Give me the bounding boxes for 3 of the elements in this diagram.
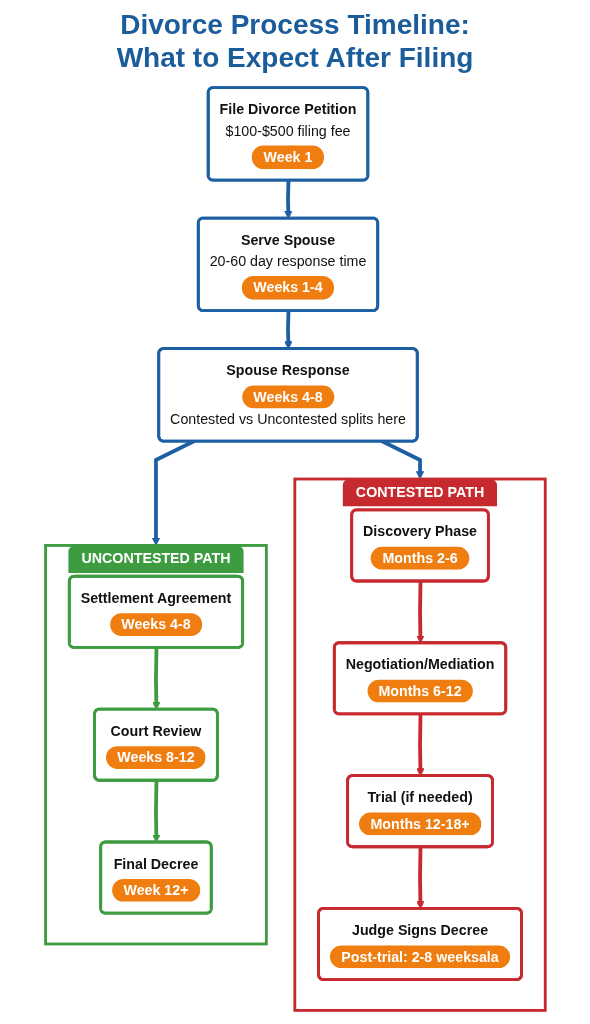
title: Divorce Process Timeline: What to Expect After Filing <box>115 8 475 74</box>
arrow <box>151 647 161 710</box>
arrow <box>283 180 293 219</box>
